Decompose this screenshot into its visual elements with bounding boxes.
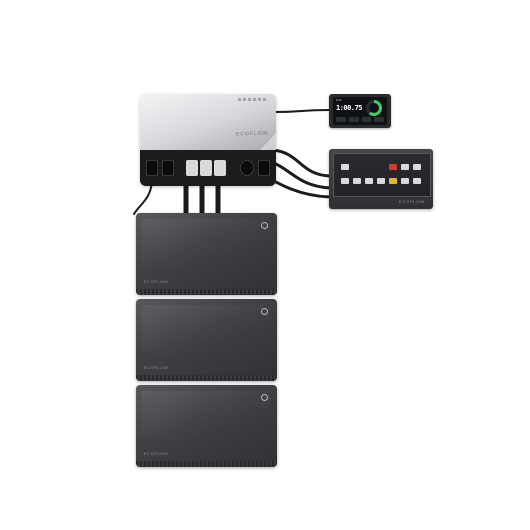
smart-panel: ECOFLOW bbox=[329, 149, 433, 209]
panel-brand-logo: ECOFLOW bbox=[399, 199, 425, 204]
breaker bbox=[341, 178, 349, 184]
hub-port-connected bbox=[200, 160, 212, 176]
breaker bbox=[365, 178, 373, 184]
battery-brand-logo: ECOFLOW bbox=[144, 365, 169, 370]
breaker bbox=[341, 164, 349, 170]
display-tile bbox=[336, 117, 346, 122]
panel-window bbox=[333, 153, 431, 197]
cable-hub-to-display bbox=[275, 109, 331, 113]
display-time: 9:41 bbox=[336, 98, 342, 102]
breaker bbox=[377, 178, 385, 184]
breaker-yellow bbox=[389, 178, 397, 184]
breaker bbox=[401, 164, 409, 170]
battery-status-icon bbox=[261, 308, 268, 315]
breaker bbox=[401, 178, 409, 184]
hub-brand-logo: ECOFLOW bbox=[235, 130, 269, 138]
battery-gauge-icon bbox=[366, 100, 382, 116]
hub-port bbox=[162, 160, 174, 176]
battery-status-icon bbox=[261, 222, 268, 229]
breaker bbox=[413, 178, 421, 184]
power-hub: ECOFLOW bbox=[140, 94, 276, 186]
display-tiles bbox=[336, 117, 384, 122]
breaker-red bbox=[389, 164, 397, 170]
hub-port bbox=[258, 160, 270, 176]
cable-hub-to-battery-left bbox=[133, 181, 153, 215]
battery-vent-edge bbox=[136, 375, 277, 381]
display-tile bbox=[361, 117, 372, 122]
cable-hub-to-panel-1 bbox=[270, 148, 332, 178]
battery-status-icon bbox=[261, 394, 268, 401]
breaker bbox=[413, 164, 421, 170]
battery-pack-3: ECOFLOW bbox=[136, 385, 277, 467]
hub-vent bbox=[238, 98, 268, 101]
hub-top-cover bbox=[140, 94, 276, 150]
hub-port-panel bbox=[140, 150, 276, 186]
hub-port bbox=[146, 160, 158, 176]
battery-brand-logo: ECOFLOW bbox=[144, 451, 169, 456]
display-tile bbox=[374, 117, 384, 122]
battery-vent-edge bbox=[136, 461, 277, 467]
smart-display: 9:41 1:00.75 bbox=[329, 94, 391, 128]
battery-vent-edge bbox=[136, 289, 277, 295]
hub-port-round bbox=[240, 160, 254, 176]
display-value: 1:00.75 bbox=[336, 104, 363, 112]
battery-pack-2: ECOFLOW bbox=[136, 299, 277, 381]
breaker bbox=[353, 178, 361, 184]
display-tile bbox=[348, 117, 359, 122]
battery-brand-logo: ECOFLOW bbox=[144, 279, 169, 284]
hub-port-connected bbox=[214, 160, 226, 176]
hub-port-connected bbox=[186, 160, 198, 176]
battery-pack-1: ECOFLOW bbox=[136, 213, 277, 295]
display-screen: 9:41 1:00.75 bbox=[333, 97, 387, 125]
